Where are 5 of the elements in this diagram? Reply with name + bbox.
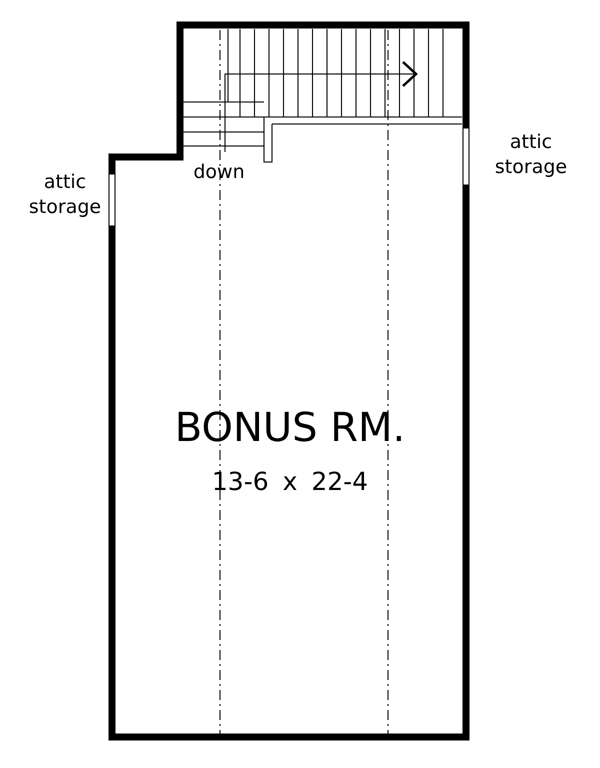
- room-label: attic storage: [494, 130, 568, 180]
- room-label: attic storage: [28, 170, 102, 220]
- stair-direction-label: down: [192, 160, 246, 185]
- room-dimensions: 13-6 x 22-4: [210, 466, 370, 498]
- room-name: BONUS RM.: [174, 404, 406, 453]
